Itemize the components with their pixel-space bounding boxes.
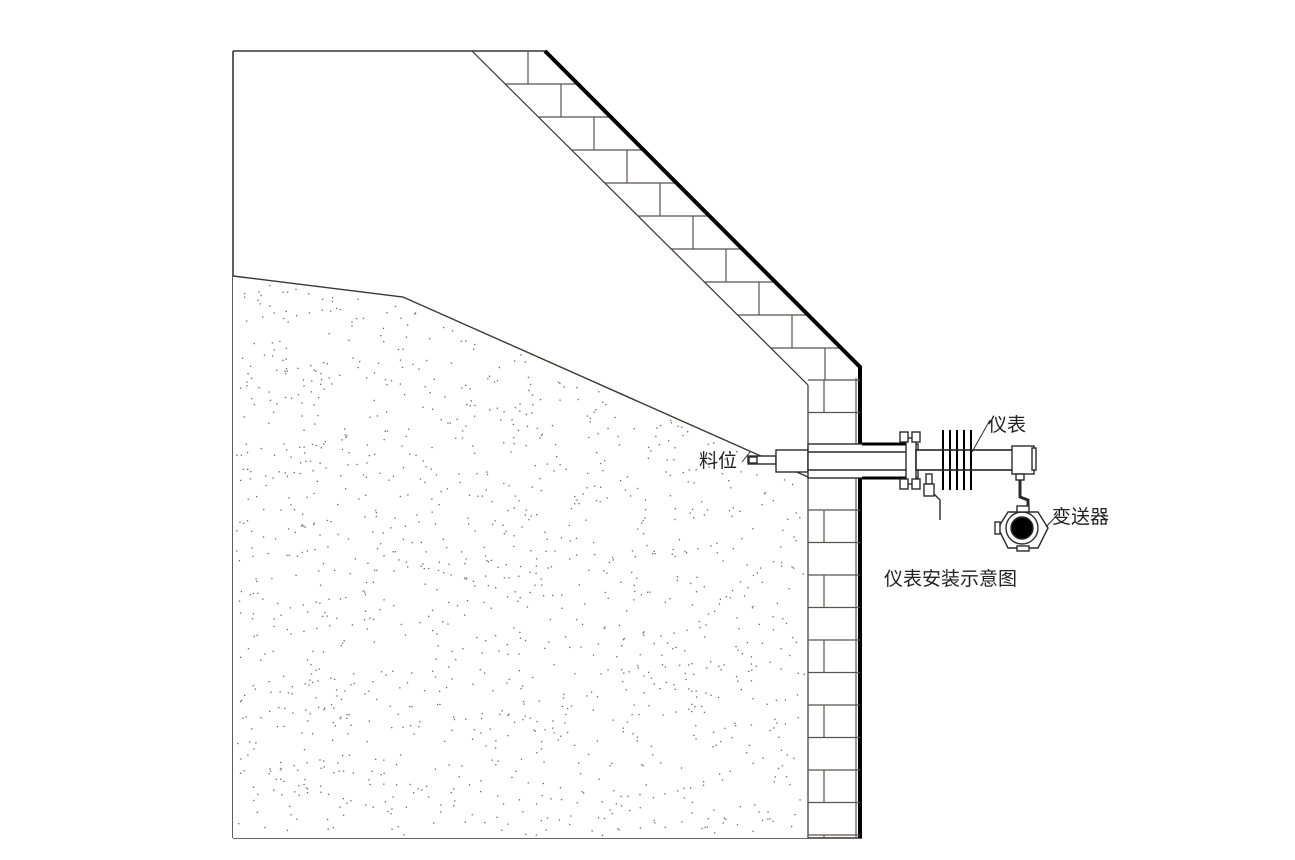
transmitter [994,505,1049,552]
sloped-brick-lining [471,50,842,838]
label-instrument: 仪表 [988,414,1026,436]
material-fill [232,275,809,838]
diagram-title: 仪表安装示意图 [884,568,1017,590]
level-instrument [747,430,1037,520]
outer-wall [543,49,862,838]
label-material-level: 料位 [699,450,737,472]
leader-lines [741,419,1059,528]
label-transmitter: 变送器 [1052,506,1109,528]
